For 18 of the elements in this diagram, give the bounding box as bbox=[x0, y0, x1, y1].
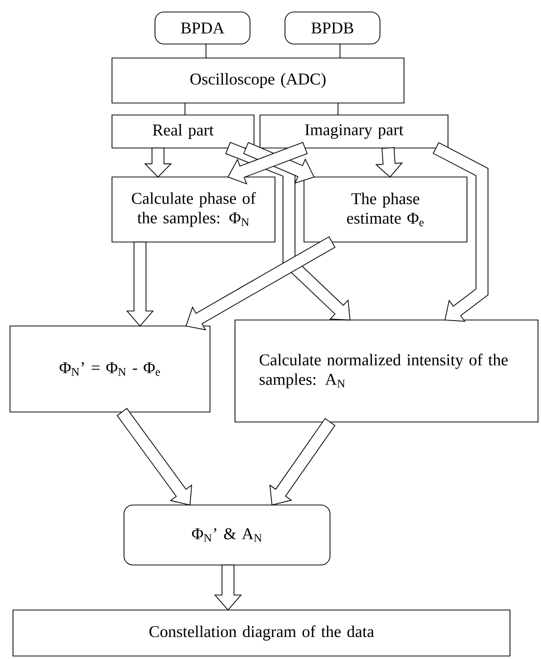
hollow-arrow bbox=[144, 148, 172, 178]
process-box: Oscilloscope (ADC) bbox=[112, 58, 404, 104]
process-box: Φ$_{N}$’ = Φ$_{N}$ - Φ$_{e}$ bbox=[10, 326, 210, 412]
hollow-arrow bbox=[214, 564, 242, 611]
connector-line bbox=[184, 102, 186, 116]
hollow-arrow bbox=[432, 142, 488, 322]
process-box: Real part bbox=[112, 114, 254, 148]
rounded-box: Φ$_{N}$’ & A$_{N}$ bbox=[124, 504, 330, 566]
hollow-arrow bbox=[269, 418, 336, 506]
rounded-box: BPDA bbox=[154, 12, 250, 44]
process-box: Constellation diagram of the data bbox=[12, 610, 510, 656]
hollow-arrow bbox=[375, 147, 403, 178]
process-box: Calculate phase of the samples: Φ$_{N}$ bbox=[112, 176, 276, 242]
hollow-arrow bbox=[126, 242, 154, 327]
process-box: The phase estimate Φ$_{e}$ bbox=[304, 176, 468, 242]
rounded-box: BPDB bbox=[284, 12, 380, 44]
process-box: Calculate normalized intensity of the samples: A$_{N}$ bbox=[234, 320, 538, 422]
process-box: Imaginary part bbox=[260, 114, 448, 148]
